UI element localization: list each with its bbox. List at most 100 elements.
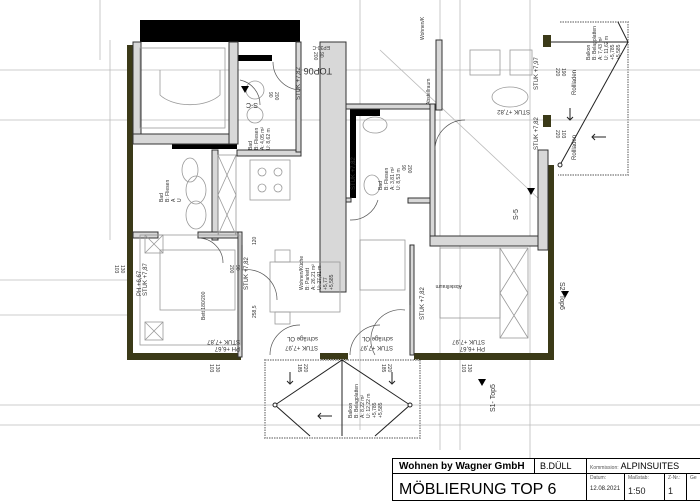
svg-text:90: 90 (234, 265, 240, 271)
svg-text:STUK +7,97: STUK +7,97 (284, 344, 318, 350)
svg-text:Bett 180/200: Bett 180/200 (201, 291, 207, 320)
svg-text:+5,785: +5,785 (610, 44, 616, 60)
svg-text:Bad: Bad (248, 141, 254, 150)
reference-lines (0, 0, 700, 460)
svg-text:STUK +7,97: STUK +7,97 (359, 344, 393, 350)
svg-text:+5,585: +5,585 (616, 44, 622, 60)
svg-text:220: 220 (302, 364, 308, 373)
slab-segment (237, 55, 272, 61)
svg-text:200: 200 (228, 265, 234, 274)
svg-text:STUK +7,82: STUK +7,82 (420, 286, 426, 320)
section-marker-icon (527, 188, 535, 195)
svg-text:schräge OL: schräge OL (286, 335, 318, 341)
furniture (139, 47, 533, 346)
svg-text:B: Fliesen: B: Fliesen (165, 180, 171, 202)
kommission: Kommission:ALPINSUITES (587, 459, 700, 474)
title-block: Wohnen by Wagner GmbH B.DÜLL Kommission:… (392, 458, 700, 501)
svg-text:schräge OL: schräge OL (361, 335, 393, 341)
svg-text:220: 220 (386, 364, 392, 373)
svg-text:STUK +7,82: STUK +7,82 (244, 256, 250, 290)
svg-text:Rollladen: Rollladen (572, 135, 578, 160)
svg-text:U: 12,22 m: U: 12,22 m (366, 394, 372, 418)
svg-text:A: 4,05 m²: A: 4,05 m² (260, 127, 266, 150)
scale-cell: Maßstab:1:50 (625, 474, 665, 501)
svg-text:258,5: 258,5 (252, 305, 258, 318)
balcony-side (551, 21, 629, 176)
slab-segment (350, 108, 356, 198)
top-slab (140, 20, 300, 42)
section-marker-icon (561, 291, 569, 298)
svg-text:Balkon: Balkon (348, 402, 354, 418)
svg-text:200: 200 (273, 92, 279, 101)
svg-text:Balkon: Balkon (586, 44, 592, 60)
drawing-title: MÖBLIERUNG TOP 6 (393, 474, 587, 501)
svg-text:STUK +7,87: STUK +7,87 (143, 262, 149, 296)
company-name: Wohnen by Wagner GmbH (393, 459, 535, 474)
svg-text:STUK +7,97: STUK +7,97 (534, 56, 540, 90)
svg-text:U: 8,62 m: U: 8,62 m (266, 128, 272, 150)
living-name: Wohnen/Küche (299, 256, 305, 290)
svg-text:EP30-C: EP30-C (312, 44, 330, 50)
svg-text:A: 7,43 m²: A: 7,43 m² (598, 37, 604, 60)
svg-text:103: 103 (460, 364, 466, 373)
date-cell: Datum:12.08.2021 (587, 474, 625, 501)
svg-text:103: 103 (208, 364, 214, 373)
svg-text:+5,585: +5,585 (329, 274, 335, 290)
svg-text:+5,585: +5,585 (378, 402, 384, 418)
svg-text:B: Belagplatten: B: Belagplatten (592, 26, 598, 60)
svg-text:103: 103 (113, 265, 119, 274)
unit-label: TOP06 (304, 66, 332, 76)
svg-text:Abstellraum: Abstellraum (436, 283, 462, 289)
svg-text:PH +6,67: PH +6,67 (137, 270, 143, 296)
svg-text:Bad: Bad (159, 193, 165, 202)
slab-segment (350, 108, 380, 116)
door-swings (197, 61, 466, 356)
svg-text:103: 103 (560, 130, 566, 139)
svg-text:185: 185 (296, 364, 302, 373)
svg-text:A: 8,22 m²: A: 8,22 m² (360, 395, 366, 418)
author: B.DÜLL (535, 459, 587, 474)
svg-text:120: 120 (252, 236, 258, 245)
svg-text:B: Fliesen: B: Fliesen (254, 128, 260, 150)
extra-cell: Ge (687, 474, 700, 501)
svg-text:+5,785: +5,785 (372, 402, 378, 418)
svg-text:B: Parkett: B: Parkett (305, 267, 311, 290)
plan-labels: TOP06 EP30-C 90 200 STUK +7,82 200 90 S-… (113, 16, 622, 418)
svg-text:220: 220 (554, 130, 560, 139)
svg-text:PH +6,67: PH +6,67 (459, 345, 485, 351)
svg-text:S-5: S-5 (513, 209, 520, 220)
svg-text:200: 200 (406, 165, 412, 174)
svg-text:STUK +7,87: STUK +7,87 (206, 338, 240, 344)
slab-segment (172, 143, 237, 149)
section-marker-icon (478, 379, 486, 386)
svg-text:130: 130 (214, 364, 220, 373)
svg-text:Bad: Bad (378, 181, 384, 190)
svg-text:Abstellraum: Abstellraum (426, 79, 432, 105)
svg-text:A: 3,81 m²: A: 3,81 m² (390, 167, 396, 190)
svg-text:STUK +7,97: STUK +7,97 (451, 338, 485, 344)
svg-text:Wohnen/K: Wohnen/K (420, 16, 426, 40)
svg-text:U: U (177, 198, 183, 202)
svg-text:A: 26,21 m²: A: 26,21 m² (311, 264, 317, 290)
svg-text:B: Fliesen: B: Fliesen (384, 168, 390, 190)
svg-text:STUK +7,82: STUK +7,82 (351, 156, 357, 190)
svg-text:190: 190 (560, 68, 566, 77)
svg-text:90: 90 (400, 165, 406, 171)
balcony-front (264, 359, 421, 439)
svg-text:Rollladen: Rollladen (572, 70, 578, 95)
svg-text:S1- Top5: S1- Top5 (490, 384, 497, 412)
svg-text:200: 200 (312, 52, 318, 61)
svg-text:B: Belagplatten: B: Belagplatten (354, 384, 360, 418)
svg-text:S2- Top6: S2- Top6 (558, 282, 565, 310)
exterior-walls (127, 35, 554, 360)
svg-text:220: 220 (554, 68, 560, 77)
svg-text:STUK +7,82: STUK +7,82 (496, 108, 530, 114)
svg-text:STUK +7,82: STUK +7,82 (296, 66, 302, 100)
svg-text:185: 185 (380, 364, 386, 373)
svg-text:U: 8,53 m: U: 8,53 m (396, 168, 402, 190)
svg-text:U: 27,91 m: U: 27,91 m (317, 266, 323, 290)
svg-text:90: 90 (267, 92, 273, 98)
svg-text:90: 90 (318, 52, 324, 58)
interior-walls (132, 39, 549, 358)
